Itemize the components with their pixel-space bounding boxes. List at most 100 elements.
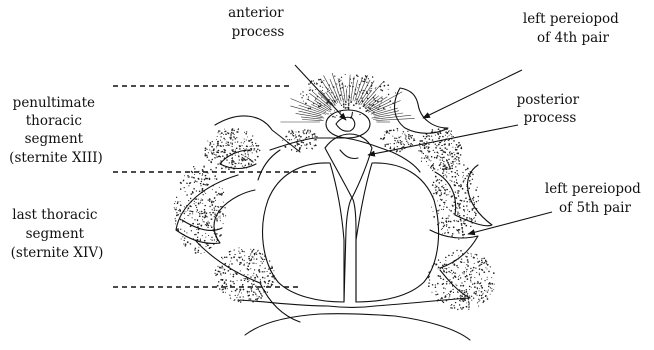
stipple-dot bbox=[282, 140, 283, 141]
stipple-dot bbox=[455, 272, 456, 273]
stipple-dot bbox=[464, 262, 465, 263]
stipple-dot bbox=[483, 293, 484, 294]
stipple-dot bbox=[244, 132, 245, 133]
stipple-dot bbox=[446, 272, 448, 274]
stipple-dot bbox=[440, 278, 442, 280]
stipple-dot bbox=[440, 199, 441, 200]
stipple-dot bbox=[401, 149, 402, 150]
stipple-dot bbox=[219, 271, 220, 272]
stipple-dot bbox=[216, 139, 217, 140]
stipple-dot bbox=[204, 191, 205, 192]
stipple-dot bbox=[194, 182, 195, 183]
stipple-dot bbox=[441, 154, 443, 156]
stipple-dot bbox=[394, 140, 395, 141]
stipple-dot bbox=[443, 161, 444, 162]
stipple-dot bbox=[429, 279, 430, 280]
stipple-dot bbox=[476, 201, 478, 203]
stipple-dot bbox=[470, 268, 471, 269]
stipple-dot bbox=[301, 141, 303, 143]
stipple-dot bbox=[314, 133, 316, 135]
stipple-dot bbox=[463, 164, 465, 166]
stipple-dot bbox=[187, 210, 188, 211]
stipple-dot bbox=[430, 160, 431, 161]
stipple-dot bbox=[466, 264, 467, 265]
stipple-dot bbox=[184, 175, 185, 176]
stipple-dot bbox=[250, 276, 251, 277]
stipple-dot bbox=[454, 140, 455, 141]
stipple-dot bbox=[194, 203, 195, 204]
stipple-dot bbox=[405, 135, 406, 136]
stipple-dot bbox=[472, 209, 474, 211]
stipple-dot bbox=[471, 287, 472, 288]
stipple-dot bbox=[445, 257, 447, 259]
stipple-dot bbox=[202, 175, 203, 176]
stipple-dot bbox=[388, 89, 389, 90]
stipple-dot bbox=[462, 172, 463, 173]
stipple-dot bbox=[456, 159, 457, 160]
stipple-dot bbox=[269, 280, 270, 281]
stipple-dot bbox=[442, 172, 444, 174]
stipple-dot bbox=[207, 141, 208, 142]
stipple-dot bbox=[443, 222, 444, 223]
stipple-dot bbox=[455, 284, 456, 285]
stipple-dot bbox=[312, 134, 313, 135]
stipple-dot bbox=[216, 210, 217, 211]
stipple-dot bbox=[452, 147, 453, 148]
stipple-dot bbox=[269, 260, 270, 261]
stipple-dot bbox=[330, 113, 331, 114]
stipple-dot bbox=[240, 270, 241, 271]
stipple-dot bbox=[406, 136, 407, 137]
stipple-dot bbox=[456, 265, 458, 267]
stipple-dot bbox=[215, 206, 217, 208]
stipple-dot bbox=[473, 297, 474, 298]
stipple-dot bbox=[264, 259, 265, 260]
stipple-dot bbox=[238, 128, 239, 129]
stipple-dot bbox=[453, 136, 454, 137]
stipple-dot bbox=[300, 93, 301, 94]
stipple-dot bbox=[189, 210, 190, 211]
stipple-dot bbox=[189, 182, 191, 184]
stipple-dot bbox=[185, 191, 186, 192]
stipple-dot bbox=[456, 285, 457, 286]
stipple-dot bbox=[491, 277, 492, 278]
stipple-dot bbox=[234, 163, 235, 164]
stipple-dot bbox=[444, 225, 446, 227]
stipple-dot bbox=[287, 139, 288, 140]
stipple-dot bbox=[195, 180, 197, 182]
stipple-dot bbox=[218, 216, 219, 217]
stipple-dot bbox=[491, 283, 493, 285]
posterior-process-detail bbox=[340, 150, 358, 159]
stipple-dot bbox=[418, 150, 419, 151]
stipple-dot bbox=[332, 116, 334, 118]
stipple-dot bbox=[220, 267, 222, 269]
stipple-dot bbox=[438, 266, 440, 268]
stipple-dot bbox=[439, 164, 441, 166]
stipple-dot bbox=[458, 239, 459, 240]
stipple-dot bbox=[271, 267, 272, 268]
stipple-dot bbox=[194, 234, 195, 235]
stipple-dot bbox=[239, 159, 240, 160]
stipple-dot bbox=[222, 285, 223, 286]
stipple-dot bbox=[442, 228, 443, 229]
stipple-dot bbox=[258, 289, 259, 290]
stipple-dot bbox=[424, 138, 426, 140]
stipple-dot bbox=[219, 288, 221, 290]
stipple-dot bbox=[207, 227, 208, 228]
stipple-dot bbox=[256, 151, 257, 152]
stipple-dot bbox=[230, 135, 231, 136]
stipple-dot bbox=[428, 146, 430, 148]
stipple-dot bbox=[195, 205, 196, 206]
stipple-dot bbox=[230, 142, 231, 143]
stipple-dot bbox=[463, 175, 464, 176]
stipple-dot bbox=[220, 234, 222, 236]
stipple-dot bbox=[449, 173, 450, 174]
stipple-dot bbox=[446, 160, 448, 162]
stipple-dot bbox=[471, 219, 473, 221]
stipple-dot bbox=[192, 217, 193, 218]
stipple-dot bbox=[437, 133, 439, 135]
stipple-dot bbox=[435, 187, 436, 188]
stipple-dot bbox=[462, 177, 463, 178]
stipple-dot bbox=[247, 274, 248, 275]
stipple-dot bbox=[291, 130, 292, 131]
stipple-dot bbox=[463, 222, 464, 223]
